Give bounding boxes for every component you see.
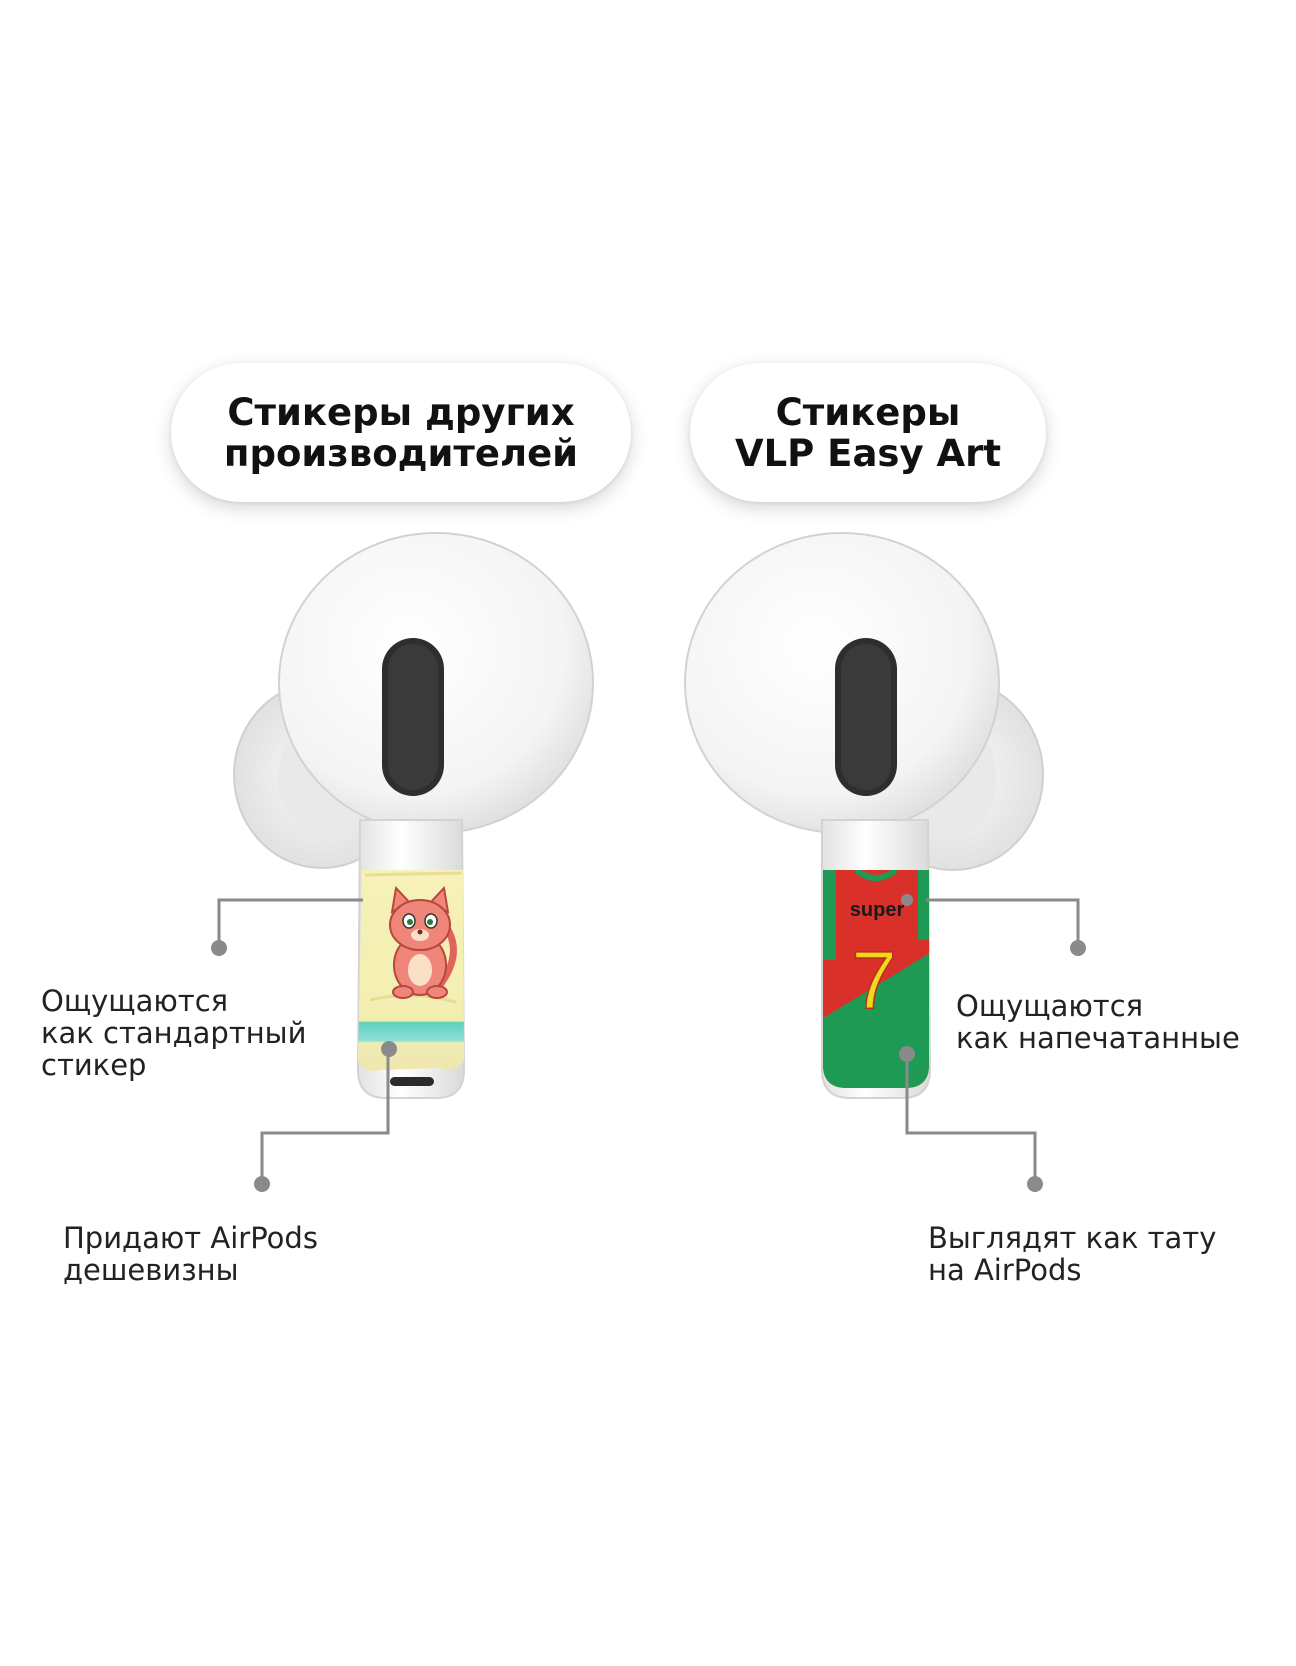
caption-left-look: Придают AirPods дешевизны xyxy=(63,1222,318,1286)
title-line: Стикеры xyxy=(775,390,961,434)
connector-left-look xyxy=(260,1048,390,1182)
left-stem-grille xyxy=(390,1077,434,1086)
caption-left-feel: Ощущаются как стандартный стикер xyxy=(41,985,306,1081)
caption-line: Ощущаются xyxy=(41,984,229,1018)
jersey-number: 7 xyxy=(851,935,897,1026)
callout-dots xyxy=(211,894,1086,1192)
title-line: производителей xyxy=(223,431,579,475)
caption-line: Ощущаются xyxy=(956,989,1144,1023)
left-airpod xyxy=(233,532,594,1099)
connector-right-feel xyxy=(926,898,1080,946)
vlp-easy-art-title: Стикеры VLP Easy Art xyxy=(690,363,1046,502)
caption-line: дешевизны xyxy=(63,1253,239,1287)
caption-right-look: Выглядят как тату на AirPods xyxy=(928,1222,1216,1286)
title-line: VLP Easy Art xyxy=(734,431,1002,475)
callout-connectors xyxy=(217,898,1080,1182)
caption-line: как стандартный xyxy=(41,1016,307,1050)
caption-line: стикер xyxy=(41,1048,147,1082)
left-sticker-cat-illustration xyxy=(358,870,464,1071)
right-sticker-football-jersey: super 7 xyxy=(823,870,929,1088)
caption-line: как напечатанные xyxy=(956,1021,1240,1055)
caption-right-feel: Ощущаются как напечатанные xyxy=(956,990,1240,1054)
caption-line: на AirPods xyxy=(928,1253,1082,1287)
connector-left-feel xyxy=(217,898,363,946)
connector-right-look xyxy=(905,1054,1037,1182)
right-airpod: super 7 xyxy=(684,532,1044,1099)
other-manufacturers-title: Стикеры других производителей xyxy=(171,363,631,502)
title-line: Стикеры других xyxy=(227,390,575,434)
caption-line: Выглядят как тату xyxy=(928,1221,1217,1255)
jersey-word: super xyxy=(850,899,905,921)
caption-line: Придают AirPods xyxy=(63,1221,318,1255)
